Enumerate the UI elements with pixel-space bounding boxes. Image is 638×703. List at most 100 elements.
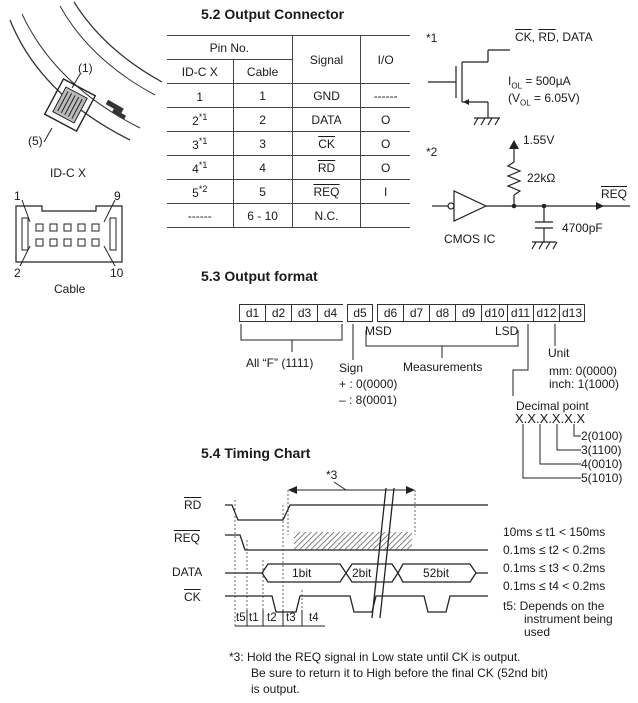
timing-bit2: 2bit <box>352 566 372 580</box>
cell-idcx: ------ <box>167 203 234 228</box>
cell-idcx: 2 <box>192 113 199 128</box>
vol-value: = 6.05V) <box>530 91 580 105</box>
cell-idcx: 4 <box>192 161 199 176</box>
header-idcx: ID-C X <box>167 59 234 84</box>
circuit1-comma: , <box>555 30 560 44</box>
cell-signal: N.C. <box>292 203 362 228</box>
format-sign: Sign <box>339 361 364 375</box>
footnote-line: is output. <box>251 682 300 696</box>
pin-2-label: 2 <box>14 266 21 280</box>
format-sign-minus: – : 8(0001) <box>339 393 398 407</box>
timing-spec: 0.1ms ≤ t2 < 0.2ms <box>503 543 606 557</box>
format-unit-mm: mm: 0(0000) <box>549 364 618 378</box>
timing-sig-rd: RD <box>184 498 202 512</box>
vol-sub: OL <box>520 98 531 108</box>
cell-idcx: 5 <box>192 185 199 200</box>
bit-cell: d5 <box>347 304 373 322</box>
dp-option: 2(0100) <box>581 429 623 443</box>
cell-mark: *1 <box>198 135 208 146</box>
circuit1-iol: IOL = 500µA <box>508 74 571 90</box>
timing-sig-req: REQ <box>174 531 201 545</box>
table-row: 2*1 2 DATA O <box>167 107 410 132</box>
cell-cable: 3 <box>233 131 293 156</box>
format-unit-inch: inch: 1(1000) <box>549 377 620 391</box>
format-decimal-pattern: X.X.X.X.X.X <box>515 411 586 426</box>
header-pin-no: Pin No. <box>167 35 293 60</box>
circuit2-capacitor: 4700pF <box>562 221 603 235</box>
cell-cable: 5 <box>233 179 293 204</box>
circuit1-comma: , <box>531 30 536 44</box>
iol-label: I <box>508 74 512 88</box>
bit-cell: d13 <box>559 304 585 322</box>
timing-sig-ck: CK <box>184 590 201 604</box>
circuit1-vol: (VOL = 6.05V) <box>508 91 580 107</box>
format-sign-plus: + : 0(0000) <box>339 377 398 391</box>
heading-timing-chart: 5.4 Timing Chart <box>201 445 311 461</box>
cell-signal: REQ <box>313 184 340 199</box>
idcx-label: ID-C X <box>50 166 86 180</box>
circuit1-sig-ck: CK <box>515 30 532 44</box>
header-io: I/O <box>360 35 410 84</box>
circuit2-resistor: 22kΩ <box>527 171 556 185</box>
bit-cell: d10 <box>481 304 507 322</box>
circuit1-star: *1 <box>426 31 438 45</box>
cell-io: O <box>360 131 410 156</box>
dp-option: 4(0010) <box>581 457 623 471</box>
table-row: 4*1 4 RD O <box>167 155 410 180</box>
cell-cable: 4 <box>233 155 293 180</box>
heading-output-connector: 5.2 Output Connector <box>201 6 345 22</box>
timing-spec: 0.1ms ≤ t4 < 0.2ms <box>503 579 606 593</box>
timing-bit52: 52bit <box>423 566 450 580</box>
table-row: 5*2 5 REQ I <box>167 179 410 204</box>
cell-io: I <box>360 179 410 204</box>
cell-io <box>360 203 410 228</box>
dp-option: 3(1100) <box>581 443 622 457</box>
bit-cell: d3 <box>291 304 317 322</box>
bit-cell: d2 <box>265 304 291 322</box>
format-lsd: LSD <box>495 324 519 338</box>
timing-t2: t2 <box>267 612 277 624</box>
circuit1-signals: CK, RD, DATA <box>515 30 593 44</box>
format-unit: Unit <box>548 346 570 360</box>
bit-cell: d7 <box>403 304 429 322</box>
timing-sig-data: DATA <box>172 565 203 579</box>
bit-cell: d12 <box>533 304 559 322</box>
cell-signal: DATA <box>292 107 362 132</box>
circuit2-req: REQ <box>601 187 628 201</box>
bit-cell: d6 <box>377 304 403 322</box>
callout-1: (1) <box>78 61 93 75</box>
header-cable: Cable <box>233 59 293 84</box>
table-row: 3*1 3 CK O <box>167 131 410 156</box>
timing-t4: t4 <box>309 612 319 624</box>
cell-mark: *1 <box>198 159 208 170</box>
pin-1-label: 1 <box>14 189 21 203</box>
bit-cell: d11 <box>507 304 533 322</box>
cell-signal: RD <box>317 160 336 175</box>
timing-spec: 0.1ms ≤ t3 < 0.2ms <box>503 561 606 575</box>
callout-5: (5) <box>28 134 43 148</box>
timing-spec: 10ms ≤ t1 < 150ms <box>503 525 606 539</box>
circuit1-sig-data: DATA <box>562 30 593 44</box>
timing-t5-note: used <box>524 625 551 639</box>
timing-star3: *3 <box>326 468 338 482</box>
timing-t1: t1 <box>249 612 259 624</box>
cell-io: O <box>360 107 410 132</box>
header-signal: Signal <box>292 35 362 84</box>
format-measurements: Measurements <box>403 360 483 374</box>
circuit2-voltage: 1.55V <box>523 133 555 147</box>
bit-cell: d9 <box>455 304 481 322</box>
table-row: ------ 6 - 10 N.C. <box>167 203 410 228</box>
pin-9-label: 9 <box>114 189 121 203</box>
heading-output-format: 5.3 Output format <box>201 268 318 284</box>
cell-signal: GND <box>292 83 362 108</box>
cell-idcx: 3 <box>192 137 199 152</box>
pin-table: Pin No. Signal I/O ID-C X Cable 1 1 GND … <box>167 35 410 228</box>
cell-idcx: 1 <box>196 89 204 104</box>
format-bits: d1 d2 d3 d4 d5 d6 d7 d8 d9 d10 d11 d12 d… <box>239 304 585 322</box>
dp-option: 5(1010) <box>581 471 623 485</box>
timing-t5-note: instrument being <box>524 612 613 626</box>
footnote-line: *3: Hold the REQ signal in Low state unt… <box>229 650 521 664</box>
table-row: 1 1 GND ------ <box>167 83 410 108</box>
